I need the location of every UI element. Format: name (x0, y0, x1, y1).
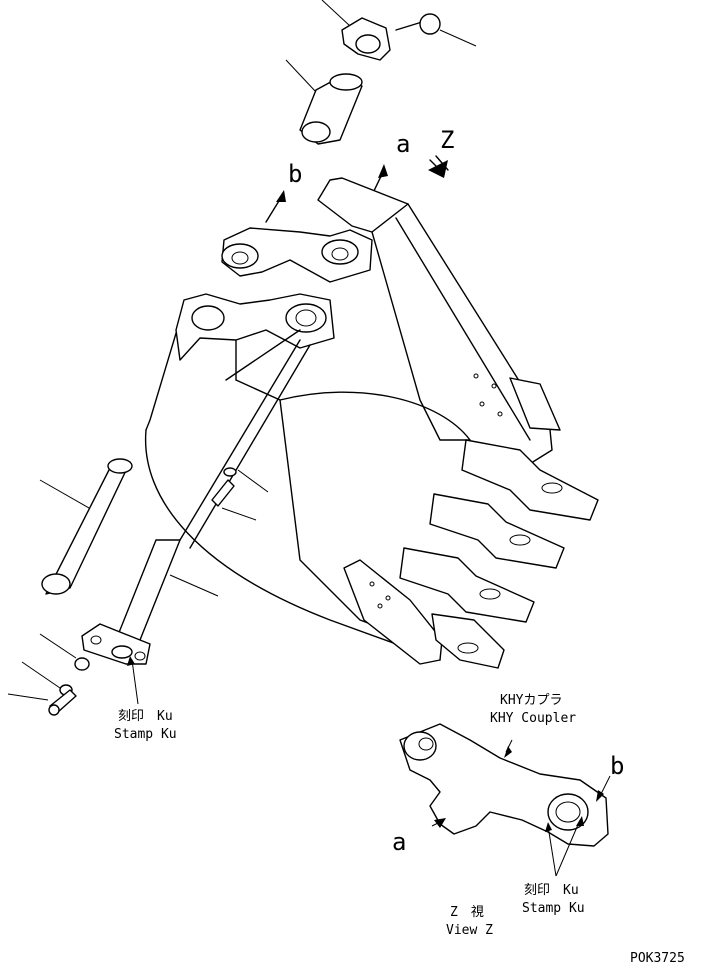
nut-washer-bolt-left (7, 633, 90, 716)
pins-and-rods (39, 329, 311, 705)
pin-bosses (175, 227, 373, 361)
view-z-jp: Z 視 (450, 905, 484, 920)
stamp-right-en: Stamp Ku (522, 901, 585, 916)
bucket-teeth (399, 439, 599, 669)
bushing-part (285, 59, 363, 145)
label-z-main: Z (440, 126, 454, 154)
label-b-view: b (610, 752, 624, 780)
stamp-left-jp: 刻印 Ku (118, 709, 173, 724)
stamp-left-en: Stamp Ku (114, 727, 177, 742)
coupler-jp: KHYカプラ (500, 693, 562, 708)
bolt-right (211, 467, 269, 521)
drawing-code: POK3725 (630, 951, 685, 966)
coupler-view (399, 723, 611, 877)
lock-pin-part (395, 13, 477, 47)
label-b-main: b (288, 160, 302, 188)
arrow-b (265, 190, 286, 223)
view-z-en: View Z (446, 923, 493, 938)
stamp-right-jp: 刻印 Ku (524, 883, 579, 898)
arrow-z (428, 155, 449, 178)
label-a-main: a (396, 130, 410, 158)
collar-part (321, 0, 391, 61)
label-a-view: a (392, 828, 406, 856)
bucket-body (144, 177, 561, 665)
coupler-en: KHY Coupler (490, 711, 576, 726)
